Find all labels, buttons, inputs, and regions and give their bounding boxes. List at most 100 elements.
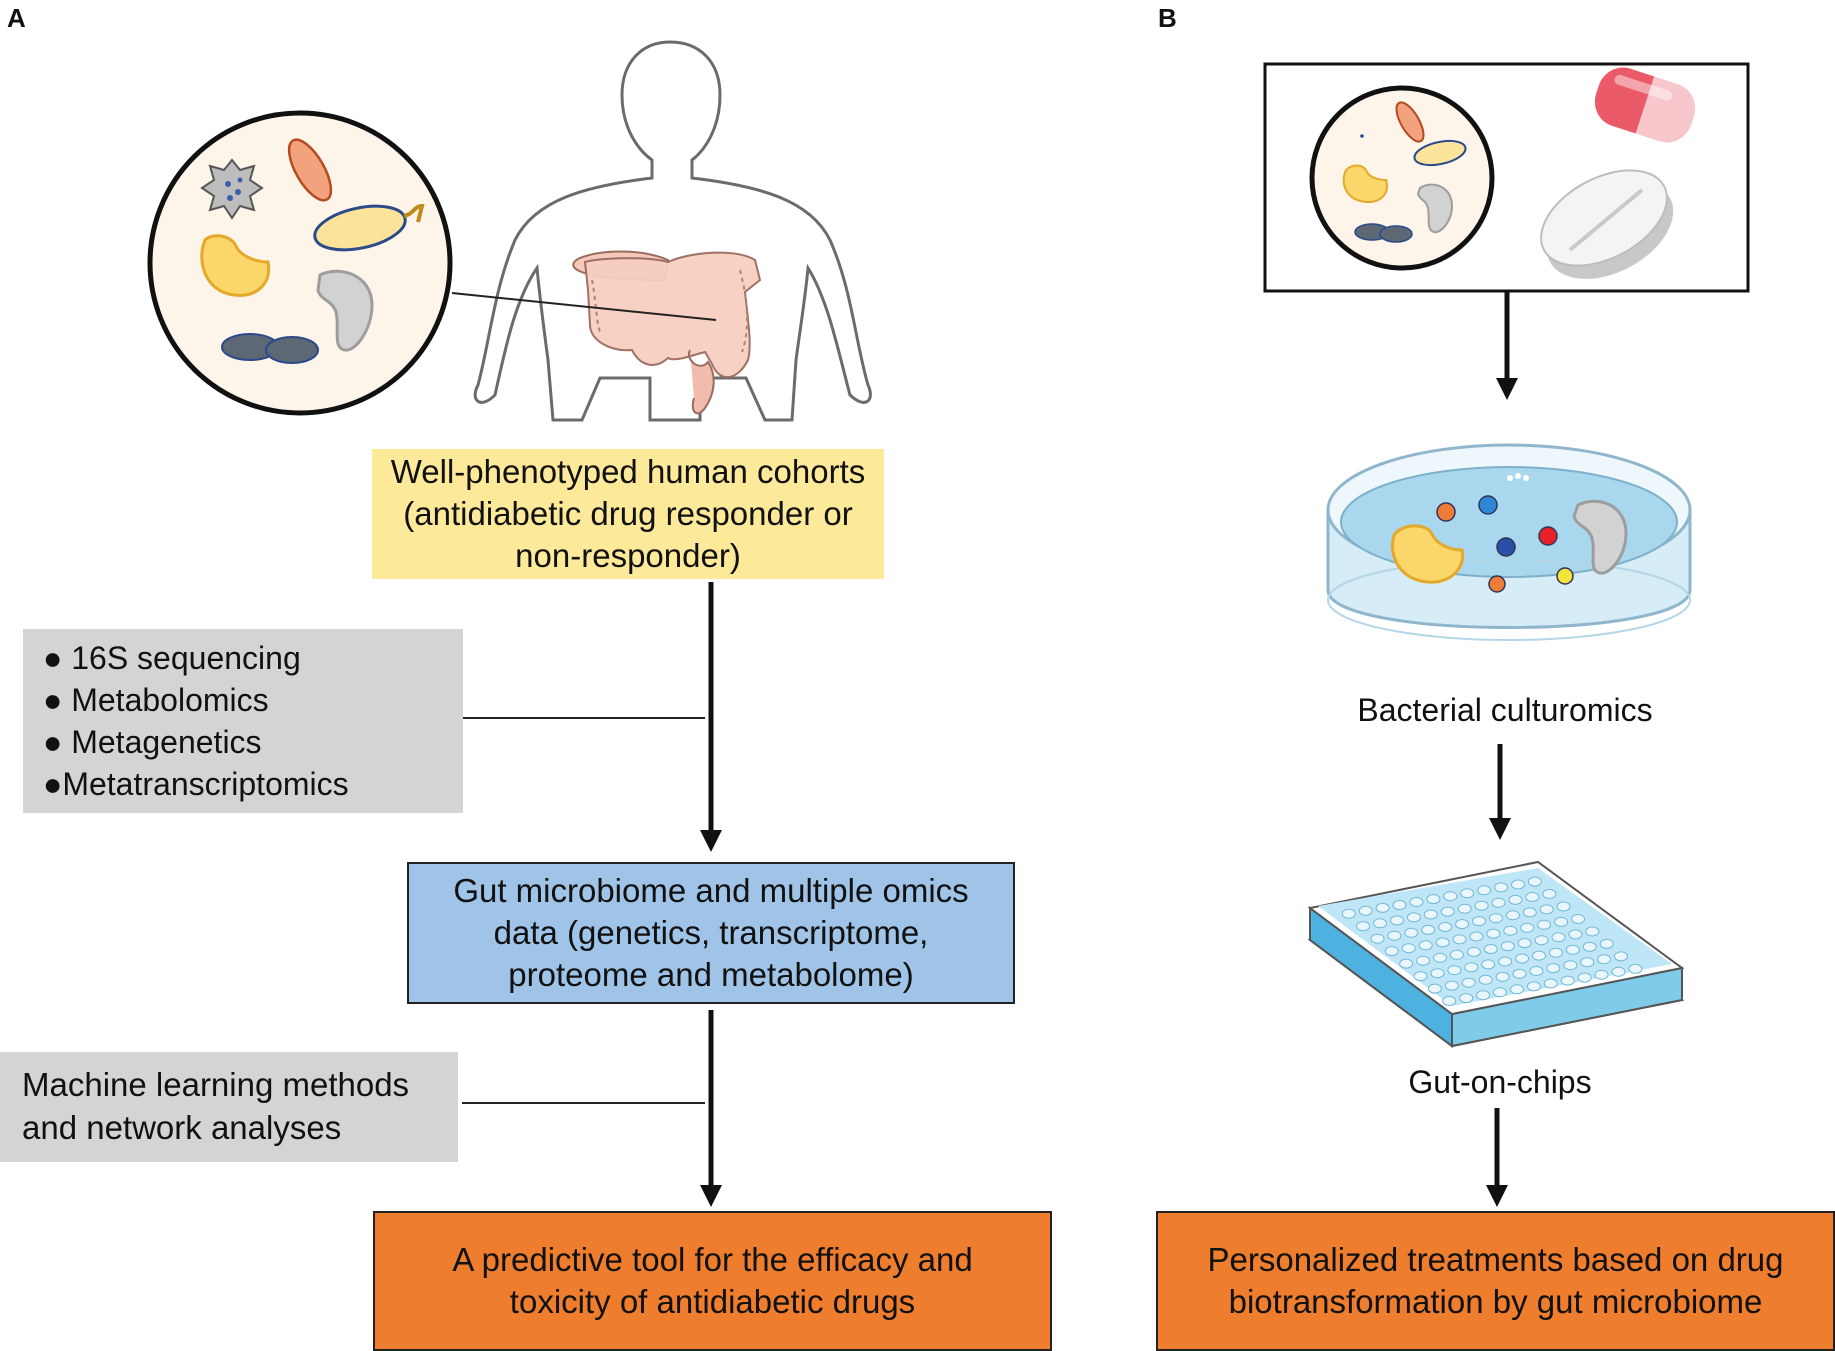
capsule-icon xyxy=(1594,67,1696,143)
well xyxy=(1460,888,1475,899)
well xyxy=(1488,913,1503,924)
well xyxy=(1472,916,1486,927)
methods-box: ● 16S sequencing● Metabolomics● Metagene… xyxy=(23,629,463,813)
well xyxy=(1481,959,1496,970)
well xyxy=(1452,934,1467,945)
well xyxy=(1486,928,1501,939)
well xyxy=(1449,949,1464,960)
well xyxy=(1511,879,1525,890)
well xyxy=(1527,876,1542,887)
well xyxy=(1554,916,1569,927)
well xyxy=(1542,889,1557,899)
well xyxy=(1525,892,1540,902)
well xyxy=(1392,900,1407,910)
well xyxy=(1563,960,1578,971)
ml-box-text: Machine learning methods and network ana… xyxy=(22,1066,410,1146)
well xyxy=(1358,905,1373,916)
well xyxy=(1373,918,1387,929)
well xyxy=(1440,906,1455,917)
well xyxy=(1500,941,1515,952)
tablet-icon xyxy=(1540,169,1674,279)
well xyxy=(1532,950,1546,961)
well xyxy=(1418,940,1433,951)
well xyxy=(1447,965,1462,976)
method-item: ● 16S sequencing xyxy=(43,639,301,676)
well xyxy=(1537,919,1552,930)
well xyxy=(1416,955,1431,966)
well xyxy=(1399,958,1414,969)
well xyxy=(1498,956,1513,967)
omics-box: Gut microbiome and multiple omics data (… xyxy=(407,862,1015,1004)
well xyxy=(1464,962,1479,973)
well xyxy=(1508,894,1523,905)
well xyxy=(1404,927,1419,938)
grey-bacterium-icon xyxy=(316,269,374,352)
well xyxy=(1478,974,1493,985)
well xyxy=(1457,903,1472,914)
well xyxy=(1406,912,1421,923)
arrows-panel-b xyxy=(1486,291,1518,1207)
methods-list: ● 16S sequencing● Metabolomics● Metagene… xyxy=(43,637,349,806)
ml-box: Machine learning methods and network ana… xyxy=(0,1052,458,1162)
well xyxy=(1543,978,1558,989)
well xyxy=(1433,952,1447,963)
well xyxy=(1546,963,1561,974)
well xyxy=(1539,904,1554,915)
well xyxy=(1551,932,1566,943)
well xyxy=(1477,885,1492,896)
virus-icon xyxy=(200,158,264,220)
zoom-connector-line xyxy=(451,292,717,321)
well xyxy=(1517,938,1532,949)
personalized-treatment-box: Personalized treatments based on drug bi… xyxy=(1156,1211,1835,1351)
well xyxy=(1341,908,1356,919)
well xyxy=(1582,941,1597,952)
well xyxy=(1427,983,1442,994)
panel-a-label: A xyxy=(7,3,26,33)
well xyxy=(1384,946,1399,957)
well xyxy=(1401,943,1416,954)
arrows-panel-a xyxy=(700,582,722,1207)
gut-on-chips-caption: Gut-on-chips xyxy=(1408,1064,1592,1100)
well xyxy=(1421,924,1436,935)
cohort-box-text: Well-phenotyped human cohorts (antidiabe… xyxy=(390,453,866,574)
well xyxy=(1515,953,1530,964)
well xyxy=(1628,963,1643,974)
well xyxy=(1560,975,1575,986)
well xyxy=(1474,900,1489,911)
well xyxy=(1476,990,1491,1001)
well xyxy=(1548,947,1563,958)
well xyxy=(1466,946,1481,957)
well xyxy=(1426,894,1441,905)
prediction-box-text: A predictive tool for the efficacy and t… xyxy=(452,1241,973,1320)
human-silhouette-icon xyxy=(473,40,872,422)
well xyxy=(1495,971,1510,982)
well xyxy=(1430,968,1445,979)
well xyxy=(1571,914,1585,924)
well xyxy=(1565,944,1580,955)
well xyxy=(1461,977,1476,988)
well xyxy=(1438,922,1453,932)
method-item: ● Metagenetics xyxy=(43,724,262,760)
well xyxy=(1356,921,1371,932)
well xyxy=(1370,933,1385,944)
well xyxy=(1611,966,1626,977)
omics-box-text: Gut microbiome and multiple omics data (… xyxy=(453,872,969,993)
well xyxy=(1444,980,1459,991)
method-item: ●Metatranscriptomics xyxy=(43,766,349,803)
well xyxy=(1493,987,1507,998)
well xyxy=(1556,901,1571,912)
flagellated-bacterium-icon xyxy=(313,204,407,252)
personalized-treatment-text: Personalized treatments based on drug bi… xyxy=(1207,1241,1784,1320)
panel-b-label: B xyxy=(1158,3,1177,33)
well xyxy=(1594,969,1609,980)
petri-dish-icon xyxy=(1326,443,1692,641)
prediction-box: A predictive tool for the efficacy and t… xyxy=(373,1211,1052,1351)
well xyxy=(1469,931,1484,942)
well xyxy=(1534,935,1549,946)
well xyxy=(1585,926,1600,937)
well xyxy=(1423,909,1438,920)
well xyxy=(1614,951,1628,962)
well xyxy=(1459,993,1474,1004)
cohort-box: Well-phenotyped human cohorts (antidiabe… xyxy=(372,449,884,579)
